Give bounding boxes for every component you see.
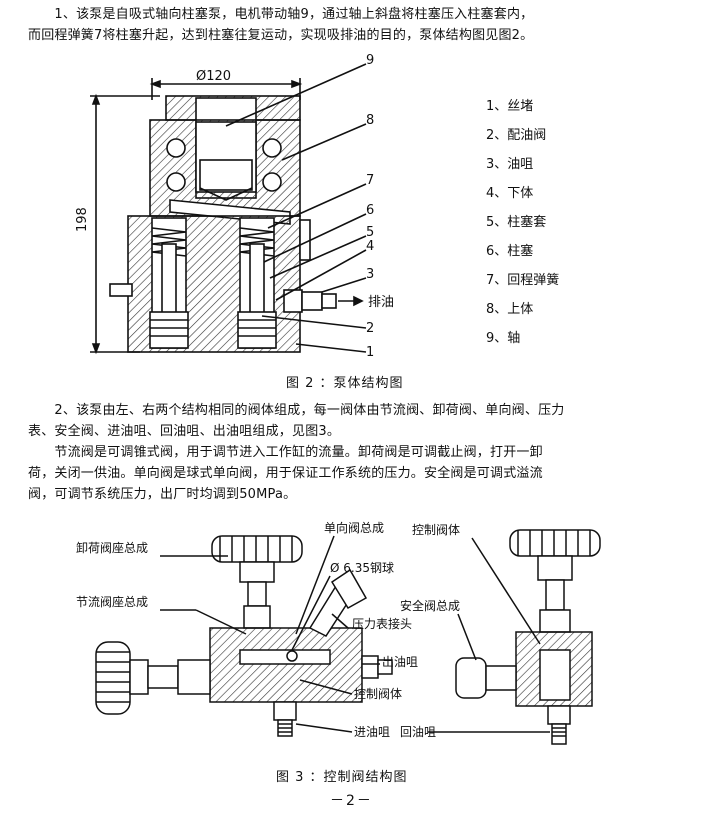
legend-item: 1、丝堵	[486, 99, 534, 114]
section-2-line: 阀，可调节系统压力，出厂时均调到50MPa。	[28, 487, 297, 502]
label-return: 回油咀	[400, 725, 436, 739]
callout-8: 8	[366, 113, 374, 128]
label-gauge-joint: 压力表接头	[352, 616, 412, 631]
legend-item: 4、下体	[486, 186, 534, 201]
legend-item: 3、油咀	[486, 157, 534, 172]
callout-2: 2	[366, 321, 374, 336]
label-outlet: 出油咀	[382, 655, 418, 669]
legend-item: 2、配油阀	[486, 128, 547, 143]
callout-6: 6	[366, 203, 374, 218]
intro-line-1: 1、该泵是自吸式轴向柱塞泵，电机带动轴9，通过轴上斜盘将柱塞压入柱塞套内，	[28, 7, 534, 22]
section-2-line: 表、安全阀、进油咀、回油咀、出油咀组成，见图3。	[28, 424, 341, 439]
parts-legend: 1、丝堵 2、配油阀 3、油咀 4、下体 5、柱塞套 6、柱塞 7、回程弹簧 8…	[486, 92, 559, 353]
legend-item: 5、柱塞套	[486, 215, 547, 230]
discharge-label: 排油	[368, 295, 394, 310]
callout-4: 4	[366, 239, 374, 254]
callout-3: 3	[366, 267, 374, 282]
label-unload-seat: 卸荷阀座总成	[76, 540, 148, 555]
callout-1: 1	[366, 345, 374, 360]
label-safety-valve: 安全阀总成	[400, 598, 460, 613]
label-check-valve: 单向阀总成	[324, 520, 384, 535]
page-number: －2－	[330, 793, 373, 809]
section-2-paragraph: 2、该泵由左、右两个结构相同的阀体组成，每一阀体由节流阀、卸荷阀、单向阀、压力 …	[28, 400, 688, 505]
label-control-body-mid: 控制阀体	[354, 687, 402, 701]
callout-7: 7	[366, 173, 374, 188]
label-steel-ball: Ø 6.35钢球	[330, 561, 394, 575]
legend-item: 9、轴	[486, 331, 521, 346]
legend-item: 7、回程弹簧	[486, 273, 560, 288]
label-control-body-top: 控制阀体	[412, 523, 460, 537]
diameter-label: Ø120	[196, 69, 231, 84]
pump-body-diagram: Ø120 198 排油 9 8 7 6 5 4 3 2 1	[75, 53, 394, 360]
legend-item: 8、上体	[486, 302, 534, 317]
intro-paragraph: 1、该泵是自吸式轴向柱塞泵，电机带动轴9，通过轴上斜盘将柱塞压入柱塞套内， 而回…	[28, 4, 688, 46]
label-throttle-seat: 节流阀座总成	[76, 594, 148, 609]
control-valve-diagram: 卸荷阀座总成 节流阀座总成 单向阀总成 Ø 6.35钢球 压力表接头 出油咀 控…	[76, 520, 601, 745]
section-2-line: 2、该泵由左、右两个结构相同的阀体组成，每一阀体由节流阀、卸荷阀、单向阀、压力	[28, 403, 565, 418]
figure-2-caption: 图 2 ：泵体结构图	[286, 376, 404, 391]
callout-9: 9	[366, 53, 374, 68]
legend-item: 6、柱塞	[486, 244, 534, 259]
callout-5: 5	[366, 225, 374, 240]
section-2-line: 节流阀是可调锥式阀，用于调节进入工作缸的流量。卸荷阀是可调截止阀，打开一卸	[28, 445, 543, 460]
height-label: 198	[75, 207, 90, 232]
intro-line-2: 而回程弹簧7将柱塞升起，达到柱塞往复运动，实现吸排油的目的，泵体结构图见图2。	[28, 28, 534, 43]
label-inlet: 进油咀	[354, 725, 390, 739]
section-2-line: 荷，关闭一供油。单向阀是球式单向阀，用于保证工作系统的压力。安全阀是可调式溢流	[28, 466, 543, 481]
figure-3-caption: 图 3 ：控制阀结构图	[276, 770, 408, 785]
